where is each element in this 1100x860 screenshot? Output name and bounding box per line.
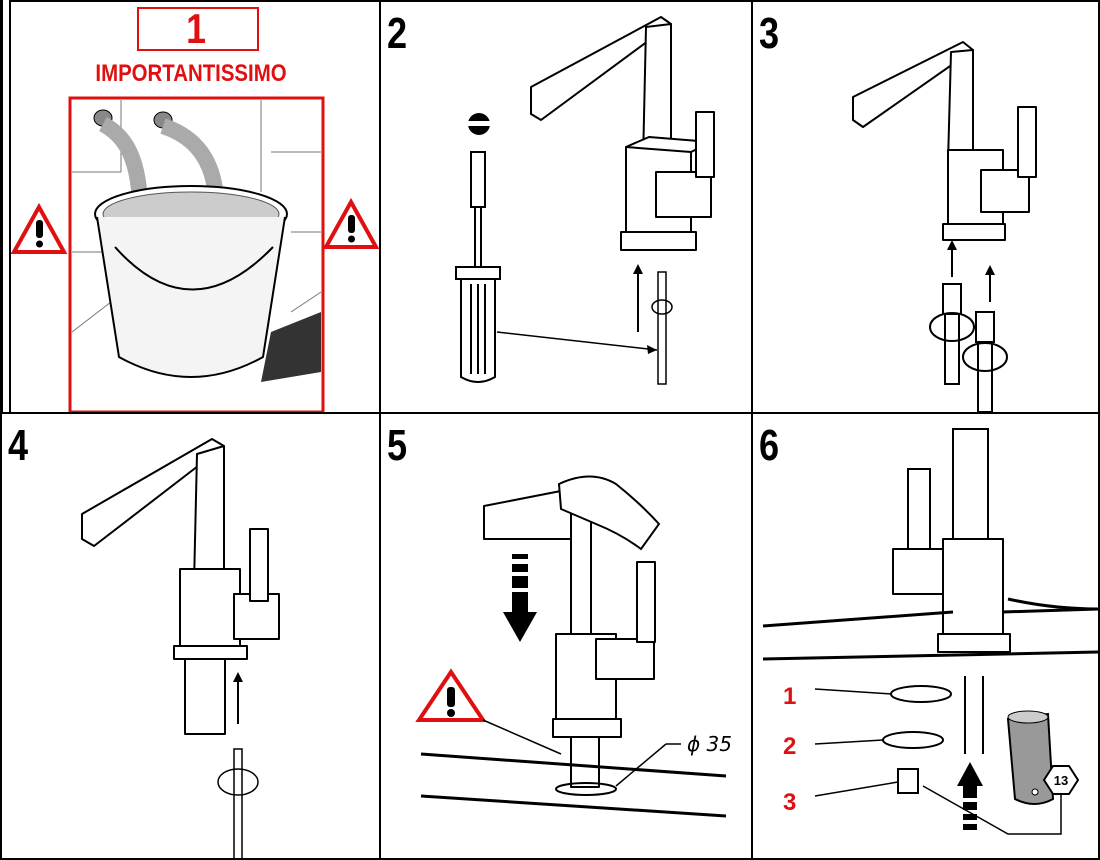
screwdriver-icon [455,151,501,383]
step-1-caption: IMPORTANTISSIMO [95,60,287,87]
wrench-size-hexagon [1042,765,1080,795]
step-2-panel: 2 [379,0,753,414]
step-5-number: 5 [387,421,408,470]
bucket-icon [94,185,321,382]
warning-triangle-icon-right [322,197,379,249]
bucket-illustration [68,96,325,412]
wrench-size-label: 13 [1054,773,1068,788]
push-arrow-icon [957,762,983,830]
part-2-label: 2 [783,733,796,760]
hole-diameter-label: ϕ 35 [687,732,732,756]
push-arrow-icon [503,554,537,642]
rotate-arrow-icon [929,312,1008,372]
warning-triangle-icon-left [11,202,68,254]
step-4-illustration [81,438,280,858]
step-6-illustration [762,428,1098,835]
step-3-number: 3 [759,9,780,58]
step-1-panel: 1 IMPORTANTISSIMO [9,0,381,414]
step-5-panel: 5 [379,412,753,860]
step-1-number-box [137,7,259,51]
slot-screw-icon [467,113,491,135]
step-2-number: 2 [387,9,408,58]
part-1-label: 1 [783,683,796,710]
step-3-panel: 3 [751,0,1100,414]
rotate-arrow-icon [217,768,259,796]
socket-wrench-icon [1006,710,1055,805]
step-4-number: 4 [8,421,29,470]
step-2-illustration [455,16,715,385]
push-arrow-icon [951,247,991,302]
step-3-illustration [852,41,1037,412]
warning-triangle-icon [415,668,487,722]
step-6-panel: 6 [751,412,1100,860]
step-1-number: 1 [186,5,206,52]
step-4-panel: 4 [0,412,381,860]
hand-icon [557,475,661,551]
rotate-arrow-icon [651,299,673,315]
part-3-label: 3 [783,789,796,816]
step-5-illustration [415,475,727,818]
step-6-number: 6 [759,421,780,470]
